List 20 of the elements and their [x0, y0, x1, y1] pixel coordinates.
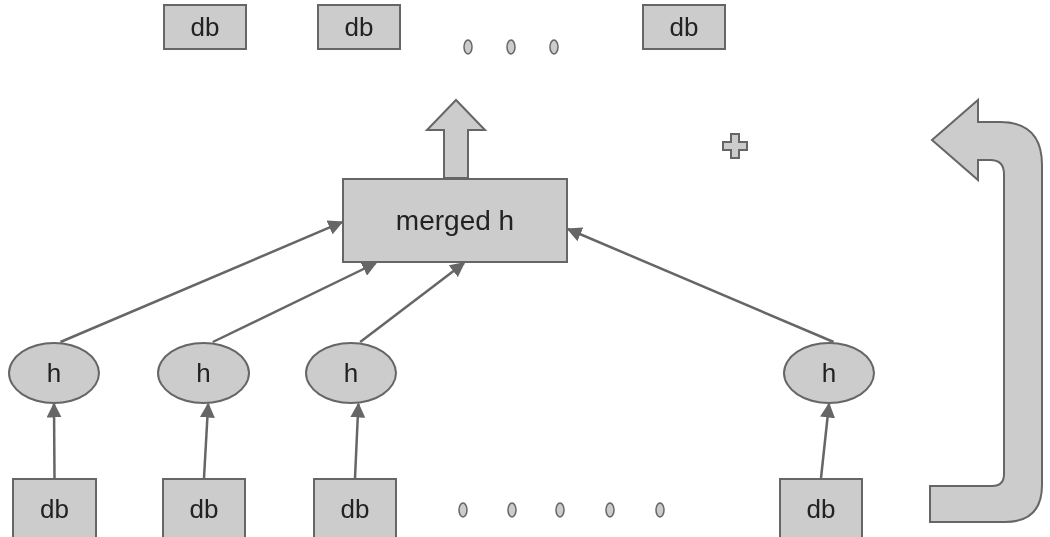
- oval-node: h: [8, 342, 100, 404]
- arrow: [199, 402, 215, 479]
- process-box: db: [163, 4, 247, 50]
- process-box: db: [12, 478, 97, 537]
- arrow: [212, 261, 378, 344]
- arrow: [350, 402, 366, 479]
- process-box: merged h: [342, 178, 568, 263]
- arrow: [359, 262, 466, 343]
- oval-node: h: [305, 342, 397, 404]
- block-arrow: [424, 98, 488, 179]
- arrow: [819, 402, 835, 479]
- process-box: db: [779, 478, 863, 537]
- arrow: [59, 220, 344, 344]
- arrow: [46, 402, 62, 478]
- oval-node: h: [783, 342, 875, 404]
- process-box: db: [317, 4, 401, 50]
- process-box: db: [313, 478, 397, 537]
- process-box: db: [162, 478, 246, 537]
- process-box: db: [642, 4, 726, 50]
- oval-node: h: [157, 342, 250, 404]
